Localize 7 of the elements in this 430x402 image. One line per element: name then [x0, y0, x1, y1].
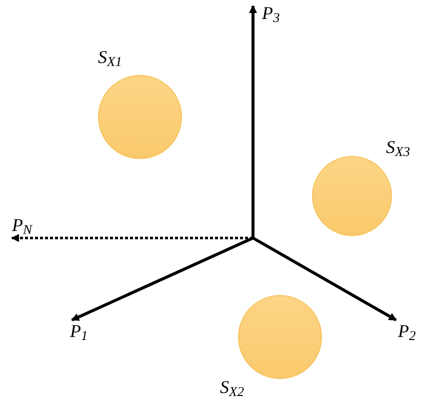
circle-label: S$_{X1}$ — [98, 48, 122, 66]
circle-label: S$_{X2}$ — [220, 378, 244, 396]
axis-label: P$_{1}$ — [70, 322, 88, 340]
axis-label: P$_{3}$ — [262, 4, 280, 22]
axis-label: P$_{N}$ — [12, 216, 32, 234]
axis-label: P$_{2}$ — [398, 322, 416, 340]
circle-label: S$_{X3}$ — [386, 138, 410, 156]
